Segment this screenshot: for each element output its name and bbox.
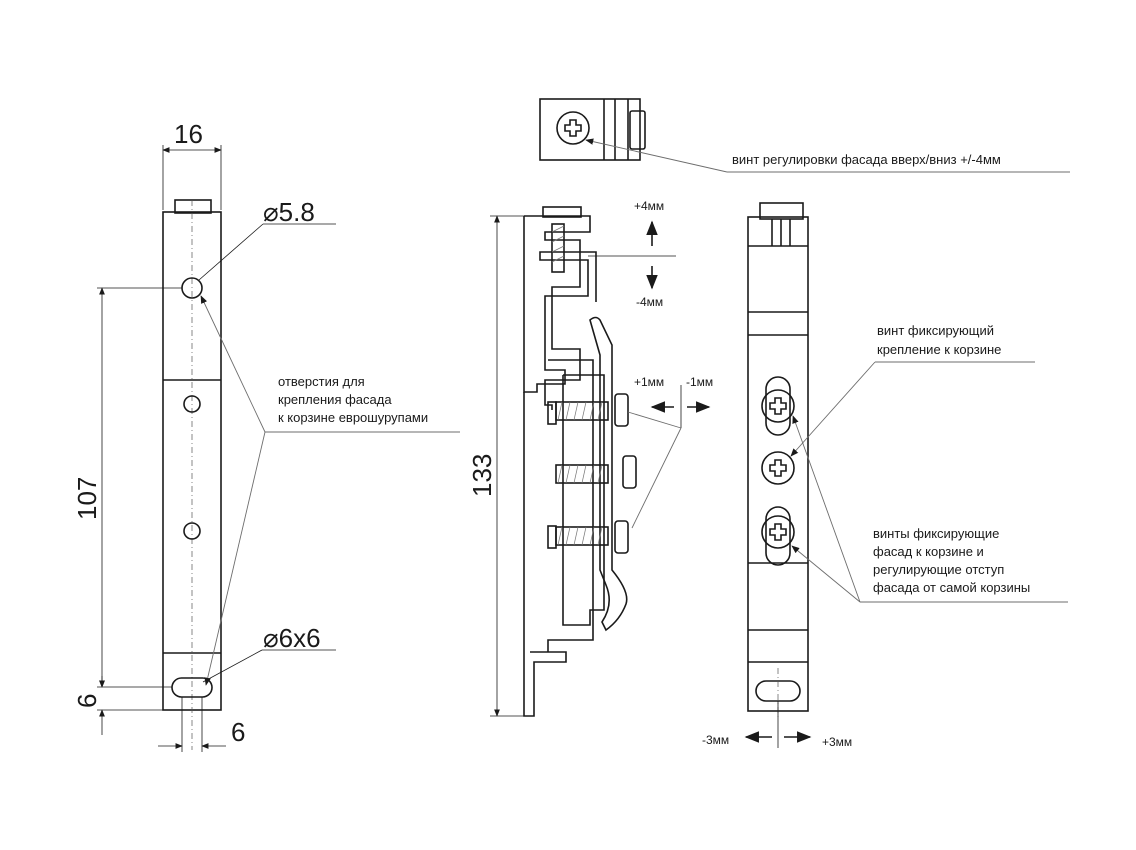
height-dimension: 107 [72,477,102,520]
bottom-offset-dimension: 6 [72,694,102,708]
side-view: 133 +4мм -4мм +1мм -1мм [467,199,713,717]
bracket-body [747,216,809,712]
depth-minus-label: -1мм [686,375,713,389]
depth-plus-label: +1мм [634,375,664,389]
side-plus-label: +3мм [822,735,852,749]
fix-screw-label: винт фиксирующий крепление к корзине [877,323,1001,357]
top-detail-view: винт регулировки фасада вверх/вниз +/-4м… [539,98,1070,173]
svg-text:⌀5.8: ⌀5.8 [263,197,315,227]
top-screw-label: винт регулировки фасада вверх/вниз +/-4м… [732,152,1001,167]
top-tab [174,199,212,214]
slot-hole [171,677,213,698]
fix-screw-icon [761,451,795,485]
facade-screw-icon [761,515,795,549]
mount-hole [183,522,201,540]
down-adjust-label: -4мм [636,295,663,309]
slot-size-dimension: 6x6 [279,623,321,653]
side-offset-dimension: 6 [231,717,245,747]
width-dimension: 16 [174,119,203,149]
hole-diameter-dimension: 5.8 [279,197,315,227]
diameter-symbol: ⌀ [263,197,279,227]
diameter-symbol: ⌀ [263,623,279,653]
adjust-screw-icon [556,111,590,145]
mount-holes-label: отверстия для крепления фасада к корзине… [278,374,428,425]
detail-body [539,98,641,161]
rear-view: -3мм +3мм винт фиксирующий крепление к к… [702,202,1068,749]
side-minus-label: -3мм [702,733,729,747]
total-height-dimension: 133 [467,454,497,497]
mount-hole [183,395,201,413]
front-view: 16 ⌀5.8 107 6 6 ⌀6x6 отверстия для крепл… [72,119,460,752]
up-adjust-label: +4мм [634,199,664,213]
facade-screws-label: винты фиксирующие фасад к корзине и регу… [873,526,1030,595]
facade-screw-icon [761,389,795,423]
svg-text:⌀6x6: ⌀6x6 [263,623,321,653]
